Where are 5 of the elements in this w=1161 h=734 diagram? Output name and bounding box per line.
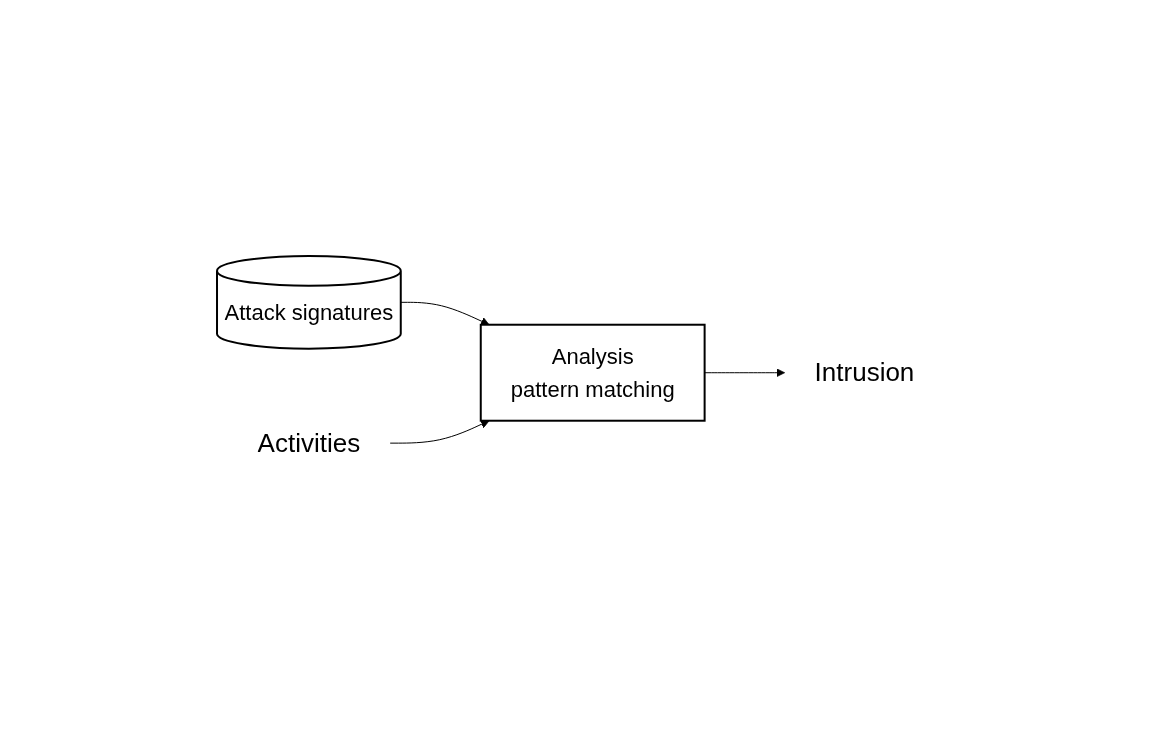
arrow <box>400 302 490 326</box>
arrow <box>389 420 490 444</box>
node-box: Analysis pattern matching <box>479 323 706 422</box>
node-text: Activities <box>257 427 360 458</box>
node-text: Intrusion <box>814 357 915 388</box>
